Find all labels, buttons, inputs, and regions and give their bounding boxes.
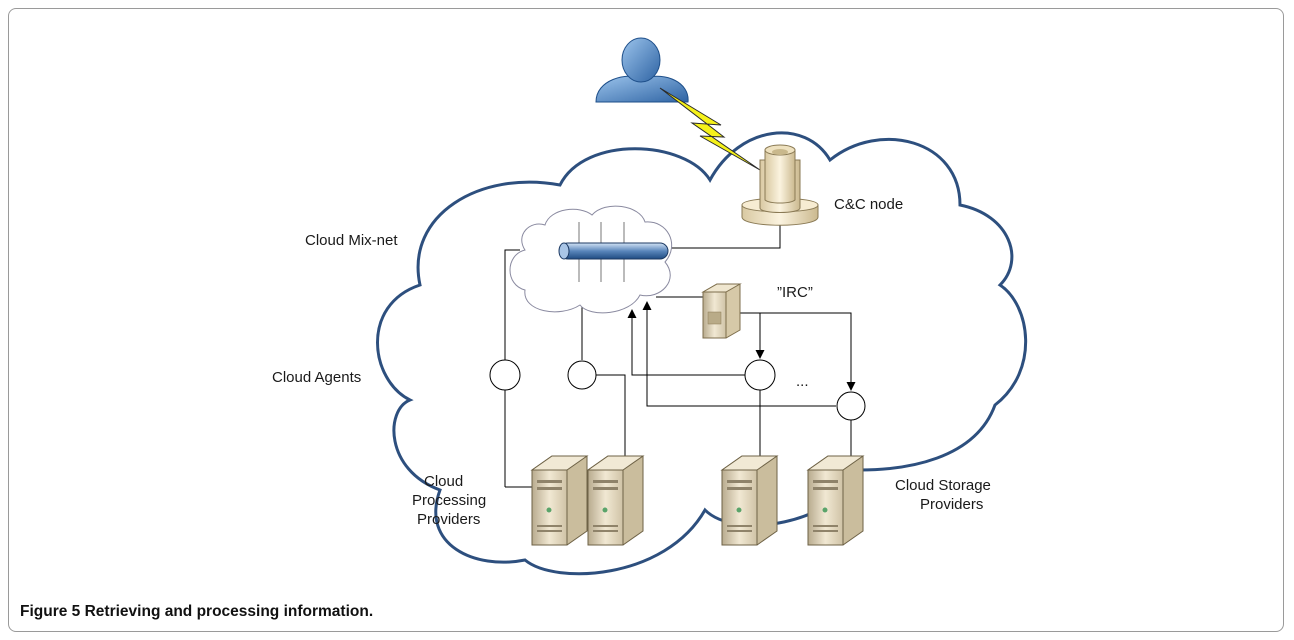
network-diagram: C&C node Cloud Mix-net ”IRC” Cloud Agent… bbox=[272, 37, 1028, 576]
agent-node-2 bbox=[567, 360, 597, 390]
agent-node-1 bbox=[489, 359, 521, 391]
agents-label: Cloud Agents bbox=[272, 369, 361, 386]
processing-label-line3: Providers bbox=[417, 511, 480, 528]
agent-node-4 bbox=[836, 391, 866, 421]
storage-label-line2: Providers bbox=[920, 496, 983, 513]
storage-label-line1: Cloud Storage bbox=[895, 477, 991, 494]
storage-server-1-icon bbox=[720, 455, 779, 546]
cc-node-label: C&C node bbox=[834, 196, 903, 213]
caption-text: Retrieving and processing information. bbox=[84, 603, 374, 620]
mixnet-label: Cloud Mix-net bbox=[305, 232, 398, 249]
processing-server-1-icon bbox=[530, 455, 589, 546]
figure-caption: Figure 5 Retrieving and processing infor… bbox=[20, 603, 373, 621]
irc-label: ”IRC” bbox=[777, 284, 813, 301]
processing-label-line2: Processing bbox=[412, 492, 486, 509]
processing-server-2-icon bbox=[586, 455, 645, 546]
mixnet-pipe-icon bbox=[558, 222, 669, 282]
agent-node-3 bbox=[744, 359, 776, 391]
cc-node-tower-icon bbox=[741, 144, 819, 226]
irc-server-icon bbox=[701, 283, 742, 339]
ellipsis-label: ... bbox=[796, 373, 809, 390]
user-icon bbox=[595, 37, 689, 103]
figure-number: Figure 5 bbox=[20, 603, 81, 620]
processing-label-line1: Cloud bbox=[424, 473, 463, 490]
connection-lines bbox=[504, 223, 856, 488]
storage-server-2-icon bbox=[806, 455, 865, 546]
